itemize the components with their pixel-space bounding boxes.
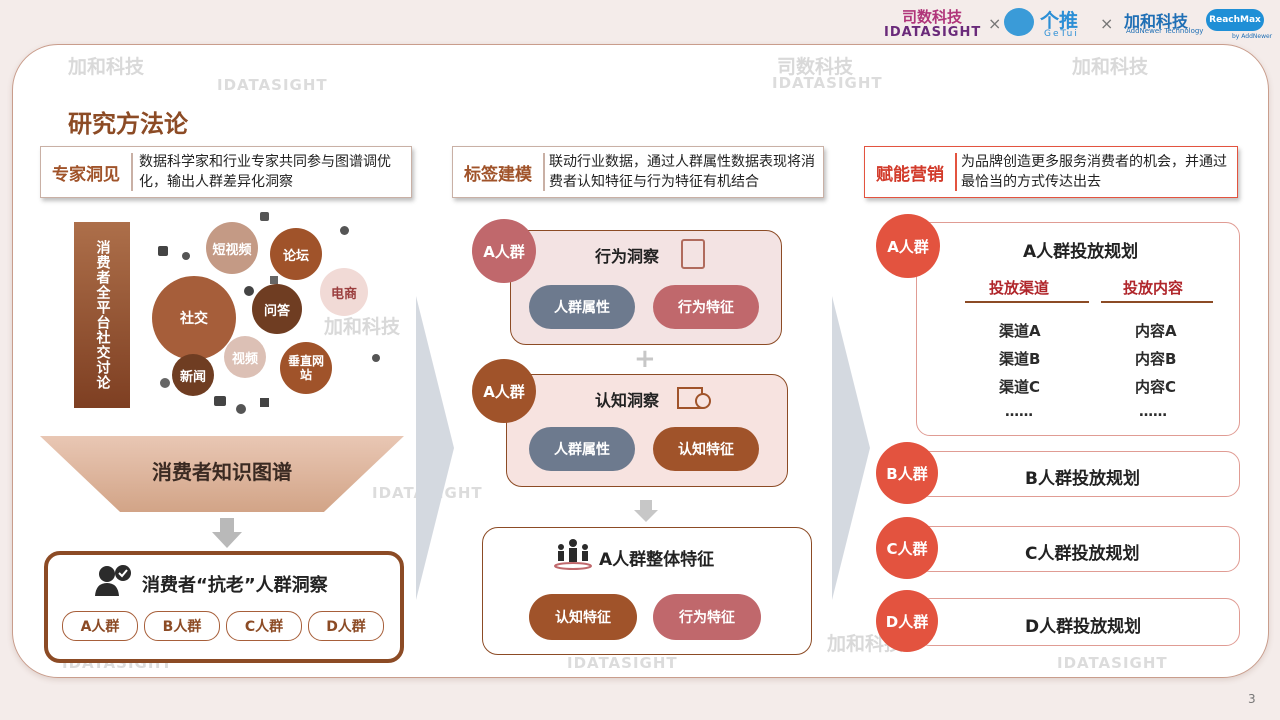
divider — [131, 153, 133, 191]
cognition-feature-pill: 认知特征 — [653, 427, 759, 471]
plan-b-title: B人群投放规划 — [1025, 469, 1140, 489]
content-item: …… — [1139, 404, 1167, 420]
book-search-icon — [677, 383, 713, 409]
channel-underline — [965, 301, 1089, 303]
behavior-attr-pill: 人群属性 — [529, 285, 635, 329]
plan-a-panel: A人群投放规划 投放渠道 投放内容 渠道A 渠道B 渠道C …… 内容A 内容B… — [916, 222, 1240, 436]
logo-getui: 个推 — [1040, 10, 1079, 32]
divider — [955, 153, 957, 191]
dot-icon — [340, 226, 349, 235]
plan-d-badge: D人群 — [876, 590, 938, 652]
plan-b-panel: B人群投放规划 — [916, 451, 1240, 497]
brand-bar: 司数科技 IDATASIGHT × 个推 GeTui × 加和科技 AddNew… — [880, 6, 1275, 42]
behavior-title: 行为洞察 — [595, 247, 660, 266]
cognition-insight-panel: 认知洞察 人群属性 认知特征 — [506, 374, 788, 487]
plan-b-badge: B人群 — [876, 442, 938, 504]
dot-icon — [244, 286, 254, 296]
channel-header: 投放渠道 — [989, 279, 1050, 297]
content-underline — [1101, 301, 1213, 303]
dot-icon — [214, 396, 226, 406]
overall-cognition-pill: 认知特征 — [529, 594, 637, 640]
social-word-cloud: 短视频 论坛 电商 社交 问答 视频 新闻 垂直网站 — [140, 206, 400, 424]
plan-c-panel: C人群投放规划 — [916, 526, 1240, 572]
group-a-tag: A人群 — [62, 611, 138, 641]
logo-reachmax: ReachMax — [1206, 9, 1264, 31]
logo-jiahe-en: AddNewer Technology — [1126, 27, 1204, 35]
bubble-video: 视频 — [224, 336, 266, 378]
bubble-qa: 问答 — [252, 284, 302, 334]
tablet-icon — [681, 239, 705, 269]
bubble-short-video: 短视频 — [206, 222, 258, 274]
label-header: 标签建模 联动行业数据，通过人群属性数据表现将消费者认知特征与行为特征有机结合 — [452, 146, 824, 198]
marketing-text: 为品牌创造更多服务消费者的机会，并通过最恰当的方式传达出去 — [961, 154, 1227, 190]
user-check-icon — [95, 565, 131, 596]
behavior-insight-panel: 行为洞察 人群属性 行为特征 — [510, 230, 782, 345]
logo-sishu-en: IDATASIGHT — [884, 25, 982, 40]
page-title: 研究方法论 — [68, 110, 188, 138]
marketing-header: 赋能营销 为品牌创造更多服务消费者的机会，并通过最恰当的方式传达出去 — [864, 146, 1238, 198]
content-item: 内容B — [1135, 350, 1177, 368]
behavior-group-badge: A人群 — [472, 219, 536, 283]
behavior-feature-pill: 行为特征 — [653, 285, 759, 329]
overall-feature-panel: A人群整体特征 认知特征 行为特征 — [482, 527, 812, 655]
content-item: 内容A — [1135, 322, 1177, 340]
dot-icon — [372, 354, 380, 362]
channel-item: 渠道A — [999, 322, 1041, 340]
dot-icon — [158, 246, 168, 256]
cognition-attr-pill: 人群属性 — [529, 427, 635, 471]
bubble-vertical-site: 垂直网站 — [280, 342, 332, 394]
bubble-ecommerce: 电商 — [320, 268, 368, 316]
content-header: 投放内容 — [1123, 279, 1184, 297]
logo-sishu: 司数科技 — [902, 8, 963, 26]
insight-title: 消费者“抗老”人群洞察 — [142, 575, 328, 596]
plan-c-title: C人群投放规划 — [1025, 544, 1140, 564]
plan-d-title: D人群投放规划 — [1025, 617, 1142, 637]
group-b-tag: B人群 — [144, 611, 220, 641]
label-text: 联动行业数据，通过人群属性数据表现将消费者认知特征与行为特征有机结合 — [549, 154, 815, 190]
channel-item: …… — [1005, 404, 1033, 420]
plus-sign: + — [634, 344, 656, 374]
logo-getui-en: GeTui — [1044, 29, 1079, 39]
marketing-tag: 赋能营销 — [876, 164, 944, 185]
dot-icon — [236, 404, 246, 414]
cognition-group-badge: A人群 — [472, 359, 536, 423]
dot-icon — [182, 252, 190, 260]
channel-item: 渠道B — [999, 350, 1041, 368]
expert-tag: 专家洞见 — [52, 164, 120, 185]
separator-1: × — [988, 14, 1002, 33]
expert-text: 数据科学家和行业专家共同参与图谱调优化，输出人群差异化洞察 — [139, 154, 391, 190]
bubble-forum: 论坛 — [270, 228, 322, 280]
expert-header: 专家洞见 数据科学家和行业专家共同参与图谱调优化，输出人群差异化洞察 — [40, 146, 412, 198]
logo-jiahe: 加和科技 — [1124, 12, 1189, 31]
down-arrow-icon — [212, 518, 242, 548]
group-c-tag: C人群 — [226, 611, 302, 641]
logo-reachmax-sub: by AddNewer — [1232, 33, 1273, 40]
dot-icon — [160, 378, 170, 388]
dot-icon — [270, 276, 278, 284]
channel-item: 渠道C — [999, 378, 1041, 396]
content-item: 内容C — [1135, 378, 1177, 396]
plan-a-title: A人群投放规划 — [1023, 242, 1139, 262]
overall-title: A人群整体特征 — [599, 550, 715, 570]
page-number: 3 — [1248, 692, 1256, 706]
down-arrow-icon-2 — [634, 500, 658, 522]
plan-c-badge: C人群 — [876, 517, 938, 579]
dot-icon — [260, 398, 269, 407]
dot-icon — [260, 212, 269, 221]
bubble-news: 新闻 — [172, 354, 214, 396]
bubble-social: 社交 — [152, 276, 236, 360]
group-people-icon — [554, 539, 592, 570]
group-d-tag: D人群 — [308, 611, 384, 641]
plan-a-badge: A人群 — [876, 214, 940, 278]
cognition-title: 认知洞察 — [595, 391, 660, 410]
divider — [543, 153, 545, 191]
getui-bird-icon — [1004, 8, 1034, 36]
plan-d-panel: D人群投放规划 — [916, 598, 1240, 646]
platform-label: 消费者全平台社交讨论 — [74, 222, 130, 408]
separator-2: × — [1100, 14, 1114, 33]
overall-behavior-pill: 行为特征 — [653, 594, 761, 640]
insight-box: 消费者“抗老”人群洞察 A人群 B人群 C人群 D人群 — [44, 551, 404, 663]
label-tag: 标签建模 — [464, 164, 532, 185]
